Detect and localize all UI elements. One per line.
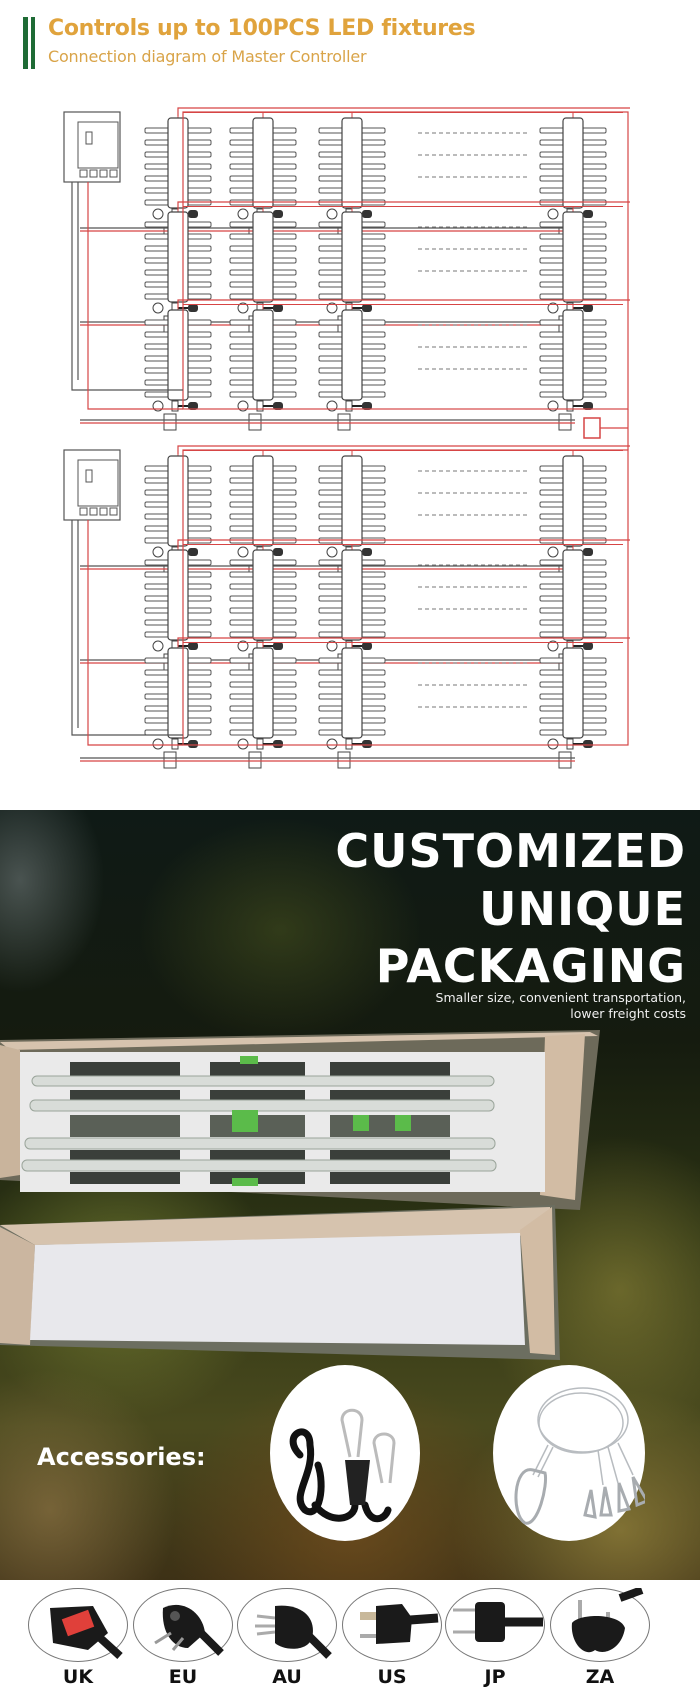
packaging-subtitle-1: Smaller size, convenient transportation,: [435, 990, 686, 1005]
plug-label: EU: [168, 1666, 198, 1688]
plug-label: US: [377, 1666, 407, 1688]
au-plug-icon: [255, 1605, 332, 1659]
plug-types-strip: UK EU AU US: [0, 1580, 700, 1692]
plug-us: US: [342, 1588, 442, 1688]
accessory-rope-ratchet: [270, 1365, 420, 1541]
plug-label: UK: [62, 1666, 94, 1688]
packaging-title-line-1: CUSTOMIZED: [335, 824, 686, 878]
rope-ratchet-icon: [289, 1408, 396, 1523]
header: Controls up to 100PCS LED fixtures Conne…: [0, 0, 700, 80]
accent-bar: [23, 17, 28, 69]
packaging-section: CUSTOMIZED UNIQUE PACKAGING Smaller size…: [0, 810, 700, 1580]
za-plug-icon: [571, 1588, 644, 1653]
page-subtitle: Connection diagram of Master Controller: [48, 47, 367, 66]
plug-uk: UK: [28, 1588, 128, 1688]
packaging-box-empty: [0, 1205, 560, 1360]
wire-hanger-icon: [514, 1387, 650, 1525]
jp-plug-icon: [453, 1602, 543, 1642]
eu-plug-icon: [154, 1604, 224, 1656]
packaging-title-line-3: PACKAGING: [375, 939, 686, 993]
packaging-subtitle-2: lower freight costs: [570, 1006, 686, 1021]
accessories-label: Accessories:: [37, 1443, 206, 1471]
page-title: Controls up to 100PCS LED fixtures: [48, 16, 476, 41]
packaging-box-with-fixtures: [0, 1030, 600, 1210]
uk-plug-icon: [50, 1606, 123, 1659]
accessory-wire-kit: [493, 1365, 650, 1541]
connection-diagram: [0, 90, 700, 770]
plug-label: JP: [484, 1666, 506, 1688]
plug-eu: EU: [133, 1588, 233, 1688]
plug-za: ZA: [550, 1588, 650, 1688]
plug-label: AU: [272, 1666, 302, 1688]
packaging-title-line-2: UNIQUE: [479, 882, 686, 936]
us-plug-icon: [360, 1604, 439, 1644]
accent-bar: [31, 17, 35, 69]
plug-label: ZA: [585, 1666, 615, 1688]
plug-au: AU: [237, 1588, 337, 1688]
plug-jp: JP: [445, 1588, 545, 1688]
